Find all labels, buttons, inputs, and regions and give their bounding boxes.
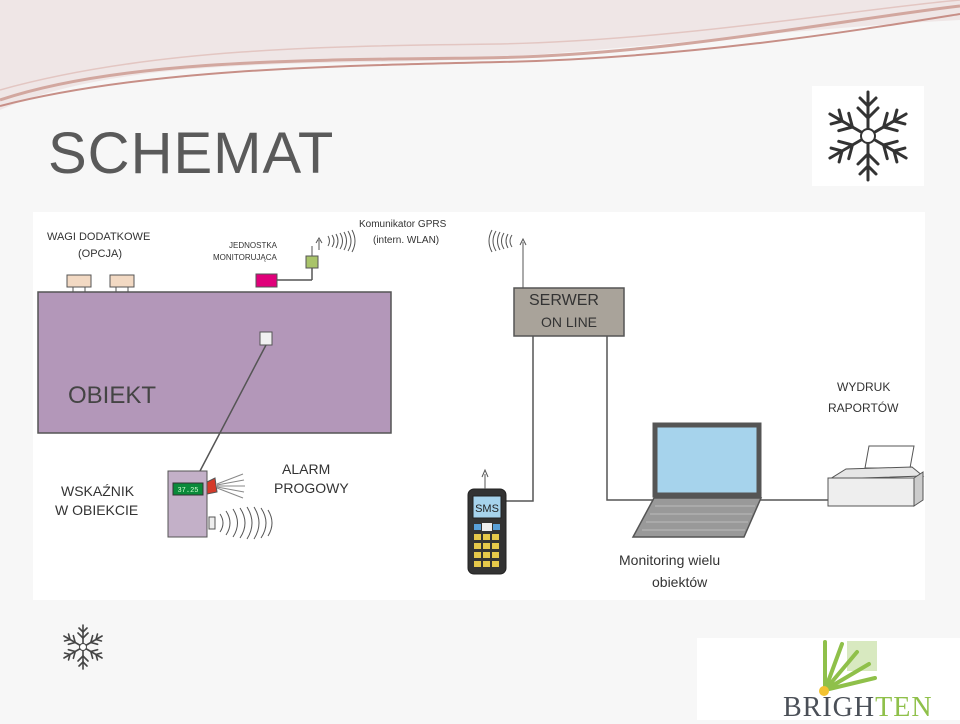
extra-scales-label: WAGI DODATKOWE	[47, 231, 151, 243]
radio-waves-left	[327, 229, 356, 253]
gprs-module	[305, 255, 319, 269]
extra-scale-2	[109, 274, 135, 288]
sound-waves	[219, 506, 273, 540]
monitoring-label-2: obiektów	[652, 574, 708, 590]
alarm-label-1: ALARM	[282, 461, 331, 477]
radio-waves-right	[488, 229, 513, 253]
server-label-2: ON LINE	[541, 314, 598, 330]
indicator-display	[172, 482, 204, 496]
extra-scales-option: (OPCJA)	[78, 248, 122, 260]
monitoring-label-1: Monitoring wielu	[619, 552, 721, 568]
system-diagram: 37.25 SMS	[33, 212, 925, 600]
laptop-screen	[652, 422, 762, 498]
sms-screen	[472, 495, 502, 519]
alarm-label-2: PROGOWY	[274, 480, 349, 496]
phone-keypad	[474, 523, 500, 567]
indicator-label-1: WSKAŹNIK	[61, 483, 135, 499]
sensor-box	[259, 331, 273, 346]
snowflake-small-icon	[56, 622, 110, 672]
indicator-label-2: W OBIEKCIE	[55, 502, 139, 518]
slide-title: SCHEMAT	[48, 121, 335, 186]
brand-wordmark: BRIGHTEN	[783, 692, 933, 724]
monitoring-unit	[255, 273, 278, 288]
printer-top	[828, 466, 925, 480]
wlan-label: (intern. WLAN)	[373, 235, 440, 246]
printout-label-2: RAPORTÓW	[828, 401, 899, 415]
brand-wordmark-part-2: TEN	[875, 692, 933, 723]
extra-scale-1	[66, 274, 92, 288]
sms-label: SMS	[475, 503, 499, 515]
gprs-label: Komunikator GPRS	[359, 219, 447, 230]
monitoring-unit-label-2: MONITORUJĄCA	[213, 253, 277, 262]
printout-label-1: WYDRUK	[837, 380, 891, 394]
object-label: OBIEKT	[68, 382, 157, 409]
printer-paper	[864, 445, 915, 469]
alarm-rays	[216, 473, 245, 499]
brand-logo: BRIGHTEN	[697, 638, 960, 723]
laptop-keyboard	[631, 497, 763, 538]
brand-wordmark-part-1: BRIGH	[783, 692, 876, 723]
indicator-device	[167, 470, 208, 538]
speaker-icon	[208, 516, 216, 530]
alarm-light	[206, 477, 218, 495]
server-label-1: SERWER	[529, 292, 599, 309]
logo-rays-icon	[823, 640, 877, 692]
snowflake-icon	[812, 86, 924, 186]
header-swoosh-decoration	[0, 0, 960, 110]
server-box	[513, 287, 625, 337]
indicator-display-value: 37.25	[177, 487, 198, 495]
monitoring-unit-label-1: JEDNOSTKA	[229, 241, 278, 250]
object-box	[37, 291, 392, 434]
printer-body	[827, 477, 915, 507]
